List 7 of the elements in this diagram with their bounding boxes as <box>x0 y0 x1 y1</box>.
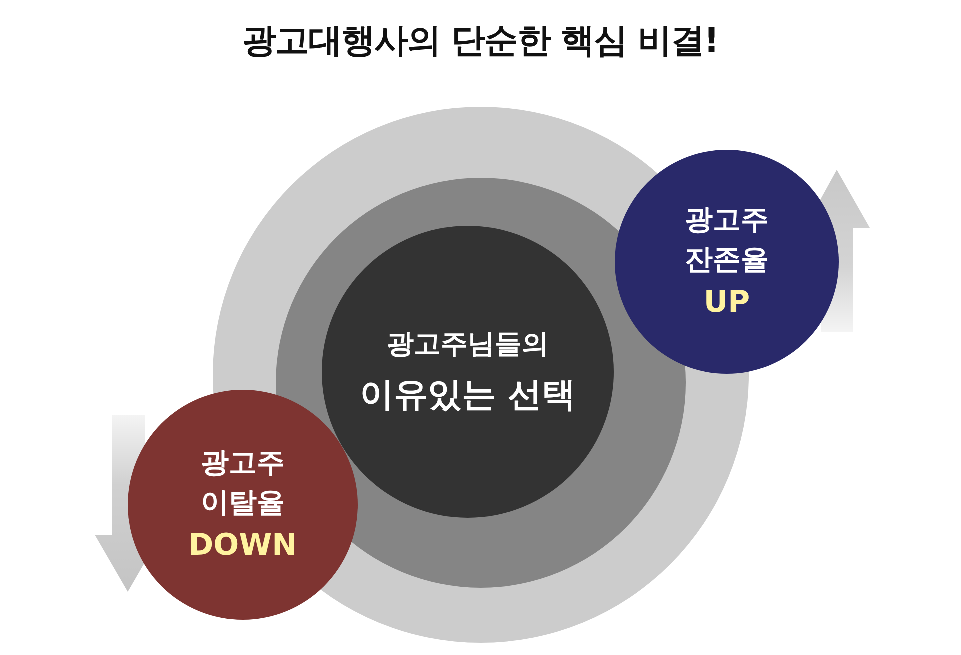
circle-highlight: UP <box>704 284 750 322</box>
circle-label: 광고주 이탈율 <box>200 444 286 522</box>
circle-label: 광고주님들의 <box>387 328 549 362</box>
circle-label: 광고주 잔존율 <box>684 202 770 278</box>
circle-highlight: DOWN <box>188 526 298 565</box>
circle-highlight: 이유있는 선택 <box>360 374 576 417</box>
title: 광고대행사의 단순한 핵심 비결! <box>241 20 720 63</box>
